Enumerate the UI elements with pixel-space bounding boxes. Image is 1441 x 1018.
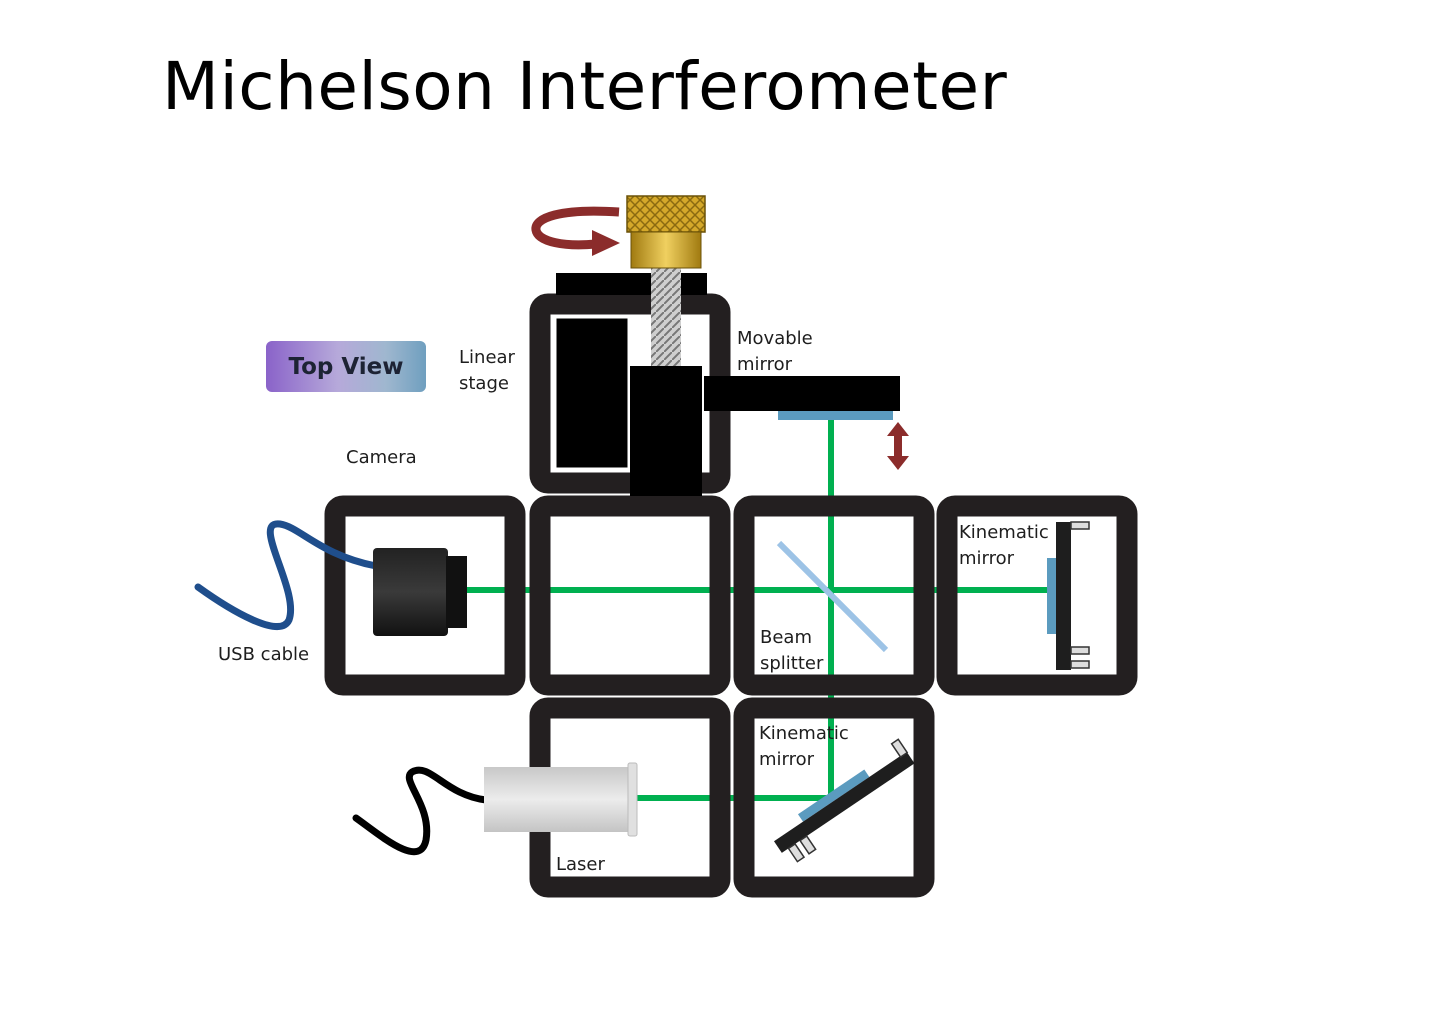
right-kinematic-mirror-label: Kinematic mirror (959, 522, 1049, 569)
linear-stage (553, 268, 900, 496)
right-kinematic-mirror (1047, 521, 1090, 670)
empty-cube (529, 495, 731, 696)
lead-screw (651, 268, 681, 366)
mirror-arm (704, 376, 900, 411)
usb-cable (194, 520, 380, 630)
top-view-badge: Top View (266, 341, 426, 392)
adjustment-knob (626, 195, 706, 269)
movable-mirror-label: Movable mirror (737, 328, 813, 375)
camera-cube (324, 495, 526, 696)
camera (373, 548, 467, 636)
laser-cable (352, 766, 490, 856)
beam-splitter-plate (776, 540, 889, 653)
rotation-arrow-icon (531, 206, 620, 256)
vertical-double-arrow-icon (887, 422, 909, 470)
bottom-mirror-cube (733, 697, 935, 898)
right-mirror-cube (936, 495, 1138, 696)
beam-splitter-cube (733, 495, 935, 696)
camera-label: Camera (346, 447, 417, 468)
usb-cable-label: USB cable (218, 644, 310, 665)
cage-frames (324, 293, 1138, 898)
bottom-kinematic-mirror (773, 738, 915, 863)
bottom-kinematic-mirror-label: Kinematic mirror (759, 723, 849, 770)
laser (484, 762, 638, 837)
laser-label: Laser (556, 854, 605, 875)
page-title: Michelson Interferometer (162, 48, 1008, 125)
linear-stage-label: Linear stage (459, 347, 515, 394)
movable-mirror-glass (778, 411, 893, 420)
beam-splitter-label: Beam splitter (760, 627, 824, 674)
